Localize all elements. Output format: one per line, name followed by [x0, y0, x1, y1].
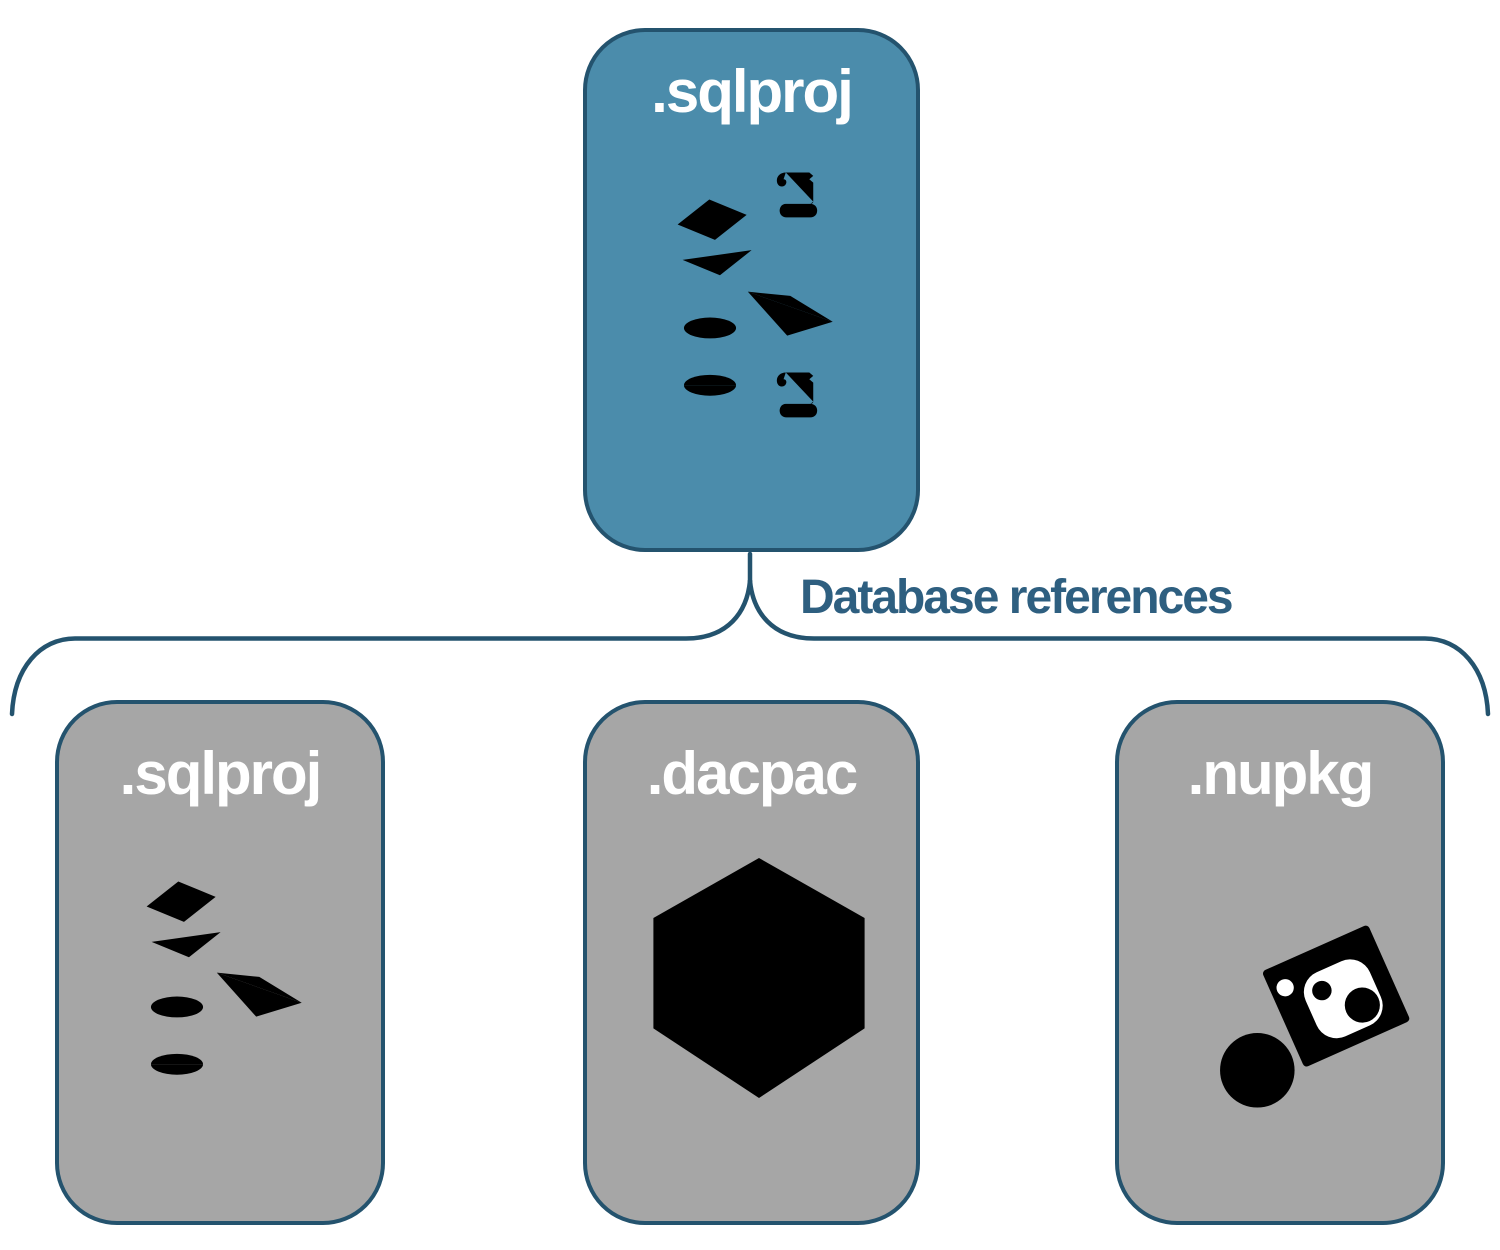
package-box-icon	[639, 846, 879, 1110]
pyramid-icon	[216, 921, 316, 1021]
node-nupkg: .nupkg	[1115, 700, 1445, 1225]
node-sqlproj-child: .sqlproj	[55, 700, 385, 1225]
cylinder-icon	[144, 993, 210, 1080]
node-label: .nupkg	[1187, 740, 1375, 807]
connector-bracket	[9, 551, 1491, 717]
node-label: .sqlproj	[651, 58, 854, 125]
node-label: .dacpac	[646, 740, 858, 807]
node-dacpac: .dacpac	[583, 700, 920, 1225]
node-sqlproj-root: .sqlproj	[583, 28, 920, 552]
cube-icon	[141, 876, 226, 961]
connector-label: Database references	[800, 571, 1234, 624]
node-label: .sqlproj	[119, 740, 323, 807]
hand-truck-icon	[1162, 857, 1432, 1127]
